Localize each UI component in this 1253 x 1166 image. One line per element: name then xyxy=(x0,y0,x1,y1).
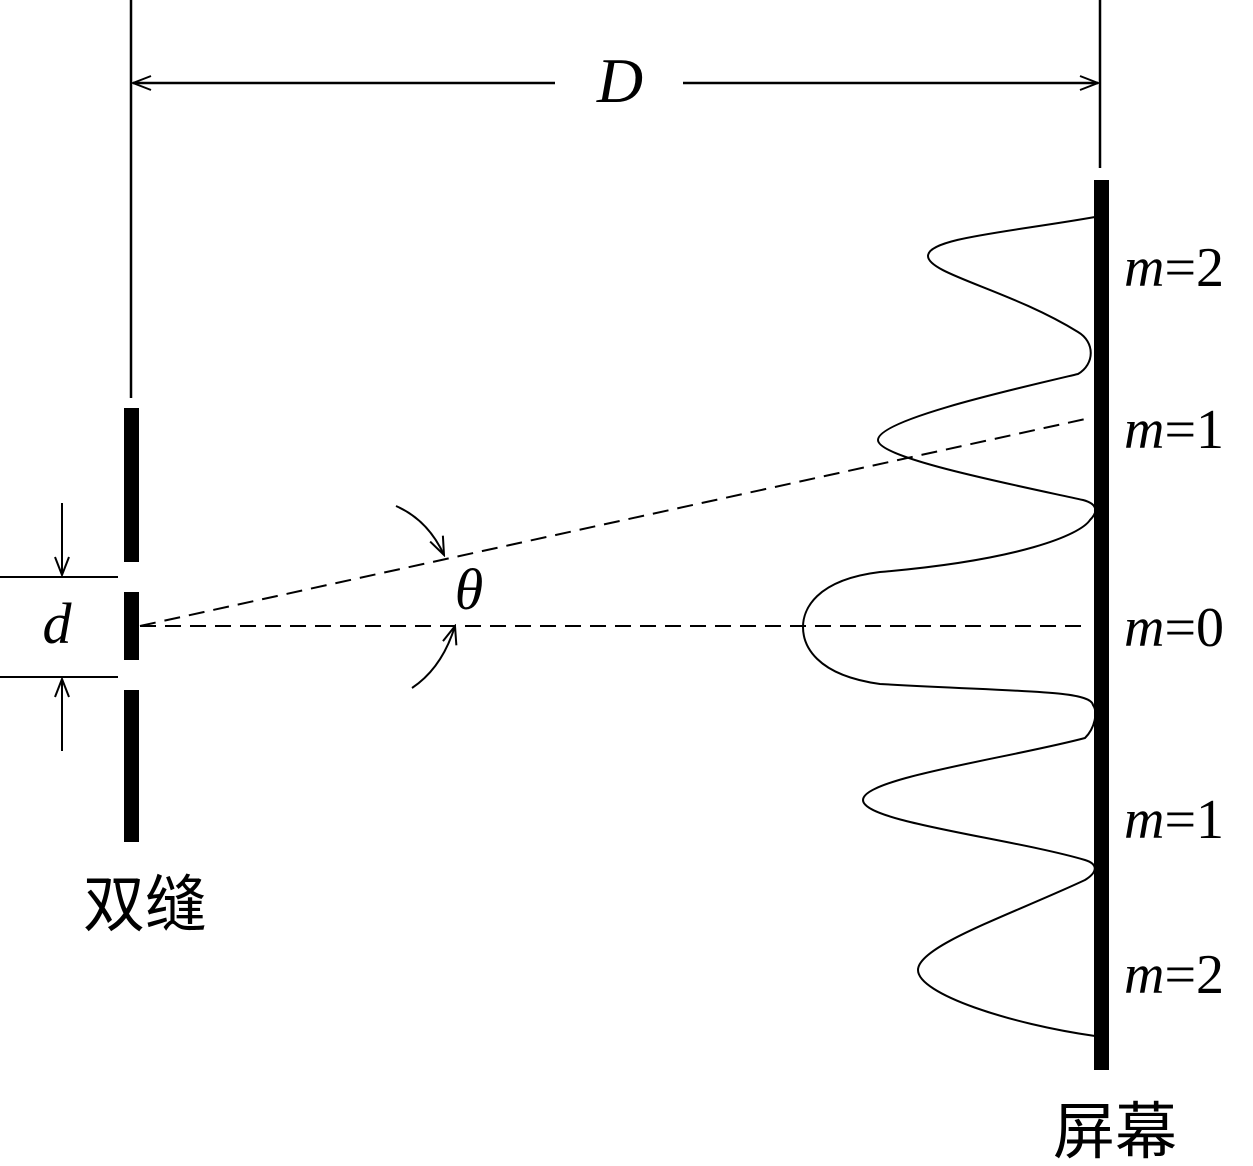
barrier-bottom-segment xyxy=(124,690,139,842)
order-label-bottom-1: m=1 xyxy=(1124,789,1224,851)
angle-indicator: θ xyxy=(395,505,484,689)
order-symbol: m xyxy=(1124,399,1164,461)
order-symbol: m xyxy=(1124,597,1164,659)
order-label-center-0: m=0 xyxy=(1124,597,1224,659)
light-rays xyxy=(139,417,1091,627)
distance-dimension: D xyxy=(129,0,1102,398)
screen-caption: 屏幕 xyxy=(1053,1095,1177,1166)
screen xyxy=(1094,180,1109,1070)
order-value: =1 xyxy=(1164,789,1224,851)
order-value: =1 xyxy=(1164,399,1224,461)
order-symbol: m xyxy=(1124,944,1164,1006)
barrier-middle-segment xyxy=(124,592,139,660)
distance-label: D xyxy=(596,45,643,116)
order-label-bottom-2: m=2 xyxy=(1124,944,1224,1006)
angle-arrow-lower xyxy=(411,626,455,689)
order-labels: m=2 m=1 m=0 m=1 m=2 xyxy=(1124,237,1224,1006)
slit-spacing-dimension: d xyxy=(0,503,118,751)
order-value: =0 xyxy=(1164,597,1224,659)
first-order-ray xyxy=(139,417,1091,627)
barrier-top-segment xyxy=(124,408,139,562)
order-symbol: m xyxy=(1124,237,1164,299)
angle-label: θ xyxy=(455,557,484,622)
order-symbol: m xyxy=(1124,789,1164,851)
order-label-top-2: m=2 xyxy=(1124,237,1224,299)
slit-spacing-label: d xyxy=(43,591,73,656)
order-value: =2 xyxy=(1164,944,1224,1006)
double-slit-barrier xyxy=(124,408,139,842)
order-label-top-1: m=1 xyxy=(1124,399,1224,461)
order-value: =2 xyxy=(1164,237,1224,299)
slit-caption: 双缝 xyxy=(83,868,207,941)
angle-arrow-upper xyxy=(395,505,444,555)
